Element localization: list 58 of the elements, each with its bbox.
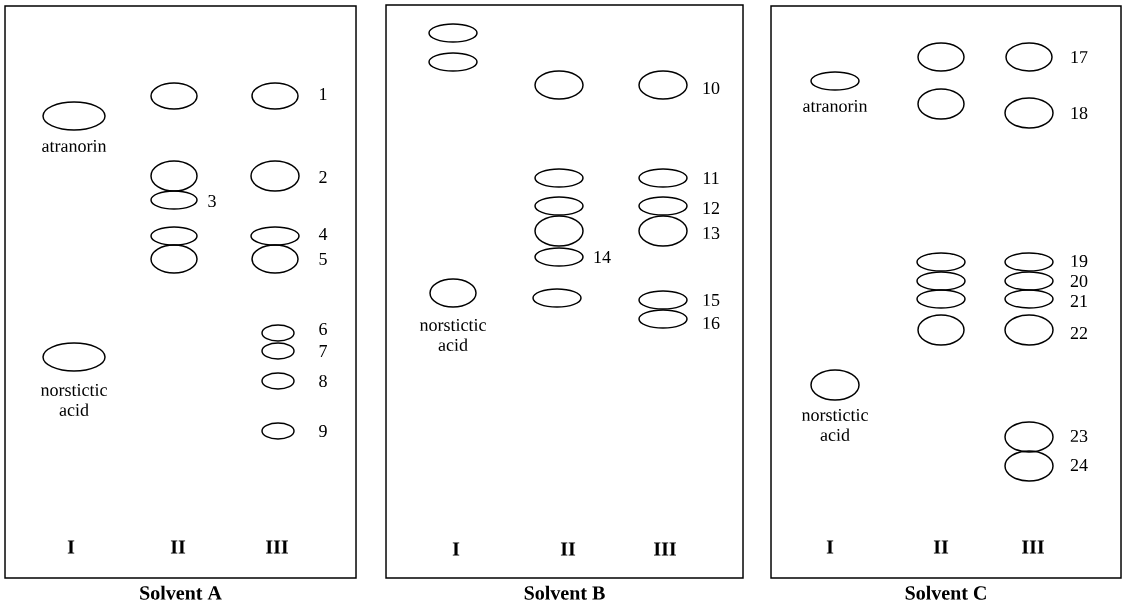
spot-number: 23 xyxy=(1070,429,1088,443)
lane-label: II xyxy=(933,540,949,554)
lane-label: I xyxy=(452,542,460,556)
spot xyxy=(916,252,966,272)
spot-number: 12 xyxy=(703,202,719,214)
spot-number: 14 xyxy=(594,251,611,263)
lane-label: I xyxy=(67,540,75,554)
spot-number: 19 xyxy=(1071,254,1088,268)
spot-number: 3 xyxy=(208,194,216,208)
spot-number: 1 xyxy=(320,88,327,100)
spot xyxy=(150,160,198,192)
spot-number: 18 xyxy=(1071,106,1088,120)
spot-number: 7 xyxy=(319,345,327,357)
lane-label: III xyxy=(1022,540,1044,554)
spot xyxy=(534,168,584,188)
spot xyxy=(917,88,965,120)
node-label: Solvent C xyxy=(905,585,986,600)
spot-number: 4 xyxy=(318,228,328,240)
spot xyxy=(532,288,582,308)
spot-number: 8 xyxy=(319,374,327,388)
spot-number: 24 xyxy=(1070,459,1088,471)
spot-number: 9 xyxy=(319,424,327,438)
compound-name: atranorin xyxy=(803,99,868,113)
spot-number: 20 xyxy=(1070,274,1088,288)
spot xyxy=(428,52,478,72)
spot-number: 10 xyxy=(703,81,720,95)
spot-number: 5 xyxy=(319,253,327,265)
lane-label: II xyxy=(170,540,186,554)
spot xyxy=(916,271,966,291)
spot xyxy=(534,70,584,100)
spot xyxy=(428,23,478,43)
node-label: Solvent B xyxy=(524,585,605,600)
spot xyxy=(917,42,965,72)
lane-label: III xyxy=(266,540,288,554)
compound-name: norstictic acid xyxy=(40,383,107,417)
spot xyxy=(917,314,965,346)
spot xyxy=(534,196,584,216)
spot-number: 2 xyxy=(319,171,327,183)
spot-number: 6 xyxy=(319,322,327,336)
spot-number: 15 xyxy=(703,293,720,306)
lane-label: III xyxy=(654,542,676,556)
compound-name: norstictic acid xyxy=(419,318,486,352)
lane-label: II xyxy=(560,542,576,556)
spot xyxy=(150,244,198,274)
node-label: Solvent A xyxy=(140,585,222,600)
lane-label: I xyxy=(826,540,834,554)
spot-number: 22 xyxy=(1070,327,1087,339)
spot xyxy=(534,215,584,247)
spot-number: 11 xyxy=(703,172,719,184)
compound-name: atranorin xyxy=(42,139,107,153)
spot xyxy=(916,289,966,309)
spot xyxy=(150,226,198,246)
compound-name: norstictic acid xyxy=(801,408,868,442)
spot-number: 21 xyxy=(1070,295,1087,307)
spot-number: 17 xyxy=(1071,51,1088,63)
spot-number: 13 xyxy=(703,226,720,240)
spot xyxy=(150,82,198,110)
spot-number: 16 xyxy=(703,316,720,330)
